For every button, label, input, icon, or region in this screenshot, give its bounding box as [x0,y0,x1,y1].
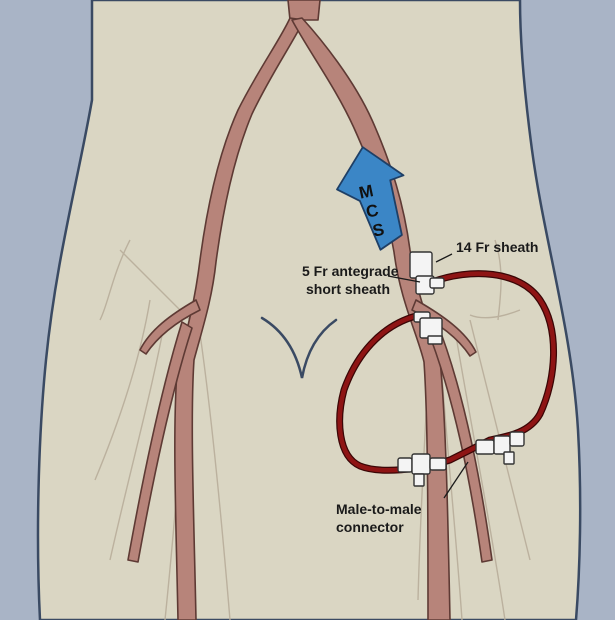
mcs-arrow-label-s: S [371,220,386,241]
left-profunda-branch [127,321,193,563]
connector-assembly [397,431,525,487]
label-connector-line2: connector [336,519,404,535]
mcs-arrow: M C S [336,146,405,251]
label-5fr-sheath-line1: 5 Fr antegrade [302,263,399,279]
label-connector-line1: Male-to-male [336,501,422,517]
mcs-arrow-label-c: C [364,201,380,222]
right-profunda-branch [425,319,493,563]
label-5fr-sheath-line2: short sheath [306,281,390,297]
aorta [287,0,321,21]
mcs-arrow-label-m: M [357,181,375,203]
leader-lines [387,253,469,499]
sheath-5fr [413,311,443,345]
sheath-14fr [409,251,445,295]
label-14fr-sheath: 14 Fr sheath [456,239,538,255]
left-circumflex-branch [139,299,201,355]
mcs-arrow-shape [336,146,405,251]
crotch-contour [260,316,338,379]
left-iliac-artery [174,17,305,620]
